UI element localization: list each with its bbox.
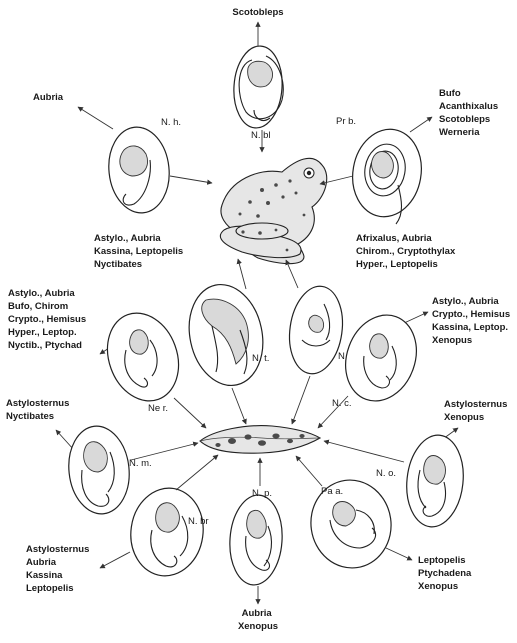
arrow-prb-genus	[410, 117, 432, 132]
caption-np: N. p.	[252, 488, 272, 499]
genus-list-nc: Astylo., Aubria Crypto., Hemisus Kassina…	[432, 296, 513, 346]
caption-prb: Pr b.	[336, 116, 356, 127]
genus-label: Hyper., Leptop.	[8, 327, 77, 338]
genus-label: Werneria	[439, 127, 480, 138]
arrow-nm-tadpole	[131, 443, 198, 460]
caption-nc: N. c.	[332, 398, 352, 409]
genus-label: Aubria	[26, 557, 57, 568]
node-nbl: Scotobleps N. bl	[231, 7, 285, 152]
genus-label: Nyctib., Ptychad	[8, 340, 82, 351]
genus-label: Aubria	[33, 92, 64, 103]
genus-label: Astylo., Aubria	[432, 296, 499, 307]
caption-nbr: N. br	[188, 516, 209, 527]
arrow-nbr-genus	[100, 552, 130, 568]
genus-label: Hyper., Leptopelis	[356, 259, 438, 270]
genus-label: Xenopus	[418, 581, 458, 592]
caption-nt: N. t.	[252, 353, 269, 364]
arrow-nbr-tadpole	[176, 455, 218, 490]
genus-label: Crypto., Hemisus	[432, 309, 510, 320]
arrow-nt-adult	[238, 259, 246, 289]
genus-label: Scotobleps	[439, 114, 490, 125]
arrow-no-tadpole	[324, 441, 404, 462]
genus-list-no: Astylosternus Xenopus	[444, 399, 510, 423]
genus-label: Scotobleps	[232, 7, 283, 18]
genus-label: Bufo, Chirom	[8, 301, 68, 312]
node-nh: Aubria N. h.	[33, 92, 212, 216]
arrow-paa-tadpole	[296, 456, 322, 486]
egg-capsule-np	[227, 493, 285, 586]
genus-list-paa: Leptopelis Ptychadena Xenopus	[418, 555, 474, 592]
arrow-nm-genus	[56, 430, 74, 450]
genus-label: Astylosternus	[444, 399, 507, 410]
caption-paa: Pa a.	[321, 486, 343, 497]
caption-ner: Ne r.	[148, 403, 168, 414]
genus-label: Afrixalus, Aubria	[356, 233, 432, 244]
egg-capsule-ner	[96, 303, 191, 411]
genus-label: Chirom., Cryptothylax	[356, 246, 456, 257]
genus-label: Aubria	[242, 608, 273, 619]
genus-label: Acanthixalus	[439, 101, 498, 112]
caption-nbl: N. bl	[251, 130, 271, 141]
genus-list-nbr: Astylosternus Aubria Kassina Leptopelis	[26, 544, 92, 594]
genus-label: Astylo., Aubria	[94, 233, 161, 244]
genus-label: Crypto., Hemisus	[8, 314, 86, 325]
genus-label: Nyctibates	[94, 259, 142, 270]
genus-label: Nyctibates	[6, 411, 54, 422]
genus-list-nm: Astylosternus Nyctibates	[6, 398, 72, 422]
genus-label: Kassina, Leptopelis	[94, 246, 183, 257]
genus-list-nbl: Scotobleps	[232, 7, 283, 18]
genus-list-ner: Astylo., Aubria Bufo, Chirom Crypto., He…	[8, 288, 89, 351]
genus-label: Xenopus	[238, 621, 278, 632]
genus-label: Bufo	[439, 88, 461, 99]
egg-capsule-paa	[305, 475, 396, 573]
genus-list-nh: Aubria	[33, 92, 64, 103]
node-prb: Bufo Acanthixalus Scotobleps Werneria Pr…	[320, 88, 501, 224]
arrow-ner-tadpole	[174, 398, 206, 428]
genus-label: Kassina	[26, 570, 63, 581]
adult-frog-illustration	[220, 158, 326, 263]
arrow-nt-tadpole	[232, 388, 246, 424]
caption-no: N. o.	[376, 468, 396, 479]
genus-label: Astylo., Aubria	[8, 288, 75, 299]
arrow-nb-adult	[286, 260, 298, 288]
genus-list-np: Aubria Xenopus	[238, 608, 278, 632]
arrow-paa-genus	[386, 548, 412, 560]
node-np: Aubria Xenopus N. p.	[227, 458, 285, 632]
genus-list-nt: Astylo., Aubria Kassina, Leptopelis Nyct…	[94, 233, 186, 270]
genus-label: Xenopus	[444, 412, 484, 423]
genus-list-prb: Bufo Acanthixalus Scotobleps Werneria	[439, 88, 501, 138]
genus-label: Leptopelis	[418, 555, 466, 566]
genus-list-nb: Afrixalus, Aubria Chirom., Cryptothylax …	[356, 233, 458, 270]
genus-label: Astylosternus	[6, 398, 69, 409]
arrow-nh-genus	[78, 107, 113, 129]
genus-label: Ptychadena	[418, 568, 472, 579]
arrow-nh-adult	[170, 176, 212, 183]
genus-label: Astylosternus	[26, 544, 89, 555]
arrow-nb-tadpole	[292, 376, 310, 424]
tadpole-illustration	[200, 426, 320, 454]
caption-nh: N. h.	[161, 117, 181, 128]
genus-label: Leptopelis	[26, 583, 74, 594]
genus-label: Kassina, Leptop.	[432, 322, 508, 333]
genus-label: Xenopus	[432, 335, 472, 346]
